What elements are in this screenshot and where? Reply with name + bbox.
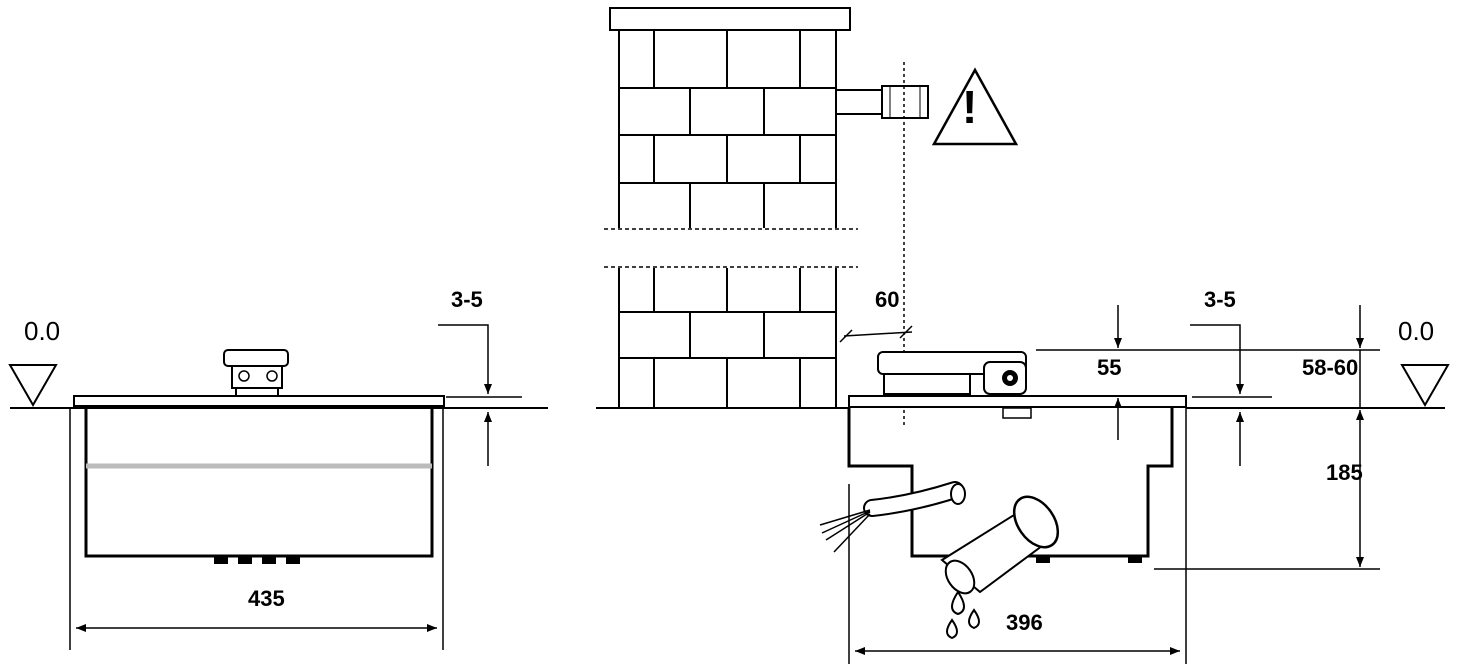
- water-drops-icon: [946, 590, 980, 640]
- wall-pipe: [836, 85, 929, 119]
- warning-triangle-icon: [931, 67, 1019, 146]
- level-triangle-left: [8, 364, 58, 408]
- hob-rim-right: [848, 395, 1187, 408]
- height-above-label: 55: [1097, 355, 1121, 380]
- left-view: 0.0 435 3-5: [8, 287, 548, 650]
- hob-feet-left: [214, 556, 300, 564]
- brick-wall: [604, 7, 858, 408]
- width-label-left: 435: [248, 586, 285, 611]
- level-label-right: 0.0: [1398, 316, 1434, 346]
- hob-rim-left: [73, 395, 445, 407]
- depth-label: 185: [1326, 460, 1363, 485]
- hose: [819, 481, 966, 553]
- control-unit-right: [877, 351, 1027, 395]
- gap-label-left: 3-5: [451, 287, 483, 312]
- warning-mark: !: [962, 81, 977, 133]
- total-height-label: 58-60: [1302, 355, 1358, 380]
- wall-clearance-label: 60: [875, 287, 899, 312]
- width-label-right: 396: [1006, 610, 1043, 635]
- control-unit-left: [223, 349, 289, 397]
- level-label-left: 0.0: [24, 316, 60, 346]
- hob-body-left: [84, 406, 434, 558]
- right-view: !: [596, 7, 1450, 664]
- gap-label-right: 3-5: [1204, 287, 1236, 312]
- leaking-pipe: [940, 495, 1060, 595]
- level-triangle-right: [1400, 364, 1450, 408]
